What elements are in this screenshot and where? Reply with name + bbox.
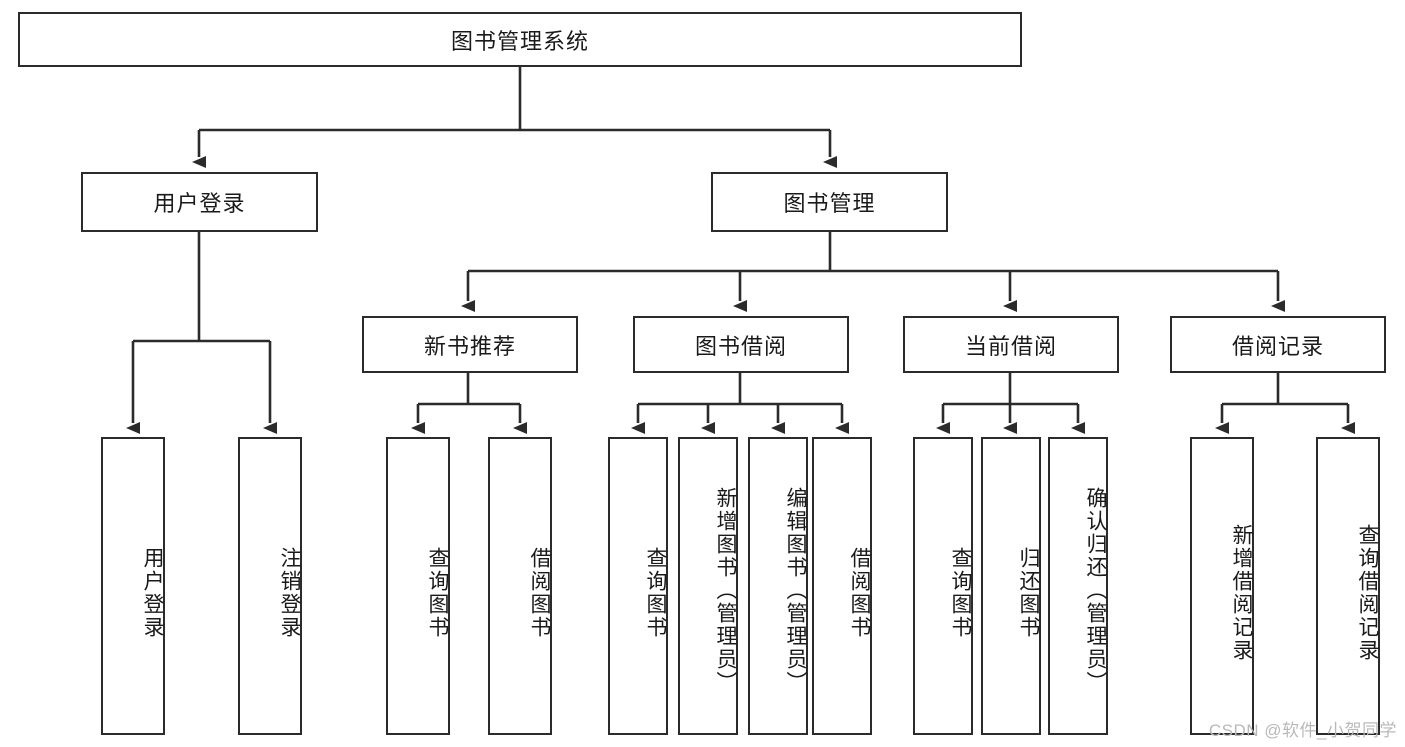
node-label: 新书推荐 xyxy=(423,333,516,359)
leaf-confirm-return-admin[interactable]: 确认归还（管理员） xyxy=(1048,437,1108,735)
node-label: 用户登录 xyxy=(153,191,246,216)
node-book-borrow[interactable]: 图书借阅 xyxy=(633,316,849,373)
node-label: 归还图书 xyxy=(1017,547,1040,639)
leaf-edit-book-admin[interactable]: 编辑图书（管理员） xyxy=(748,437,808,735)
leaf-add-book-admin[interactable]: 新增图书（管理员） xyxy=(678,437,738,735)
node-label: 确认归还（管理员） xyxy=(1084,486,1107,694)
node-label: 新增图书（管理员） xyxy=(714,486,737,694)
node-label: 编辑图书（管理员） xyxy=(784,486,807,694)
node-label: 查询图书 xyxy=(949,547,972,639)
node-current-borrow[interactable]: 当前借阅 xyxy=(903,316,1119,373)
node-borrow-record[interactable]: 借阅记录 xyxy=(1170,316,1386,373)
node-label: 当前借阅 xyxy=(964,333,1057,359)
node-label: 查询借阅记录 xyxy=(1356,524,1379,662)
leaf-return-book[interactable]: 归还图书 xyxy=(981,437,1041,735)
leaf-query-book-current[interactable]: 查询图书 xyxy=(913,437,973,735)
node-label: 注销登录 xyxy=(278,547,301,639)
leaf-query-book-borrow[interactable]: 查询图书 xyxy=(608,437,668,735)
node-label: 查询图书 xyxy=(644,547,667,639)
node-label: 查询图书 xyxy=(426,547,449,639)
node-label: 借阅图书 xyxy=(848,547,871,639)
leaf-logout-login[interactable]: 注销登录 xyxy=(238,437,302,735)
node-new-book-recommend[interactable]: 新书推荐 xyxy=(362,316,578,373)
node-user-login[interactable]: 用户登录 xyxy=(81,172,318,232)
leaf-add-borrow-record[interactable]: 新增借阅记录 xyxy=(1190,437,1254,735)
watermark: CSDN @软件_小贺同学 xyxy=(1208,721,1397,740)
node-book-management-system[interactable]: 图书管理系统 xyxy=(18,12,1022,67)
node-label: 用户登录 xyxy=(141,547,164,639)
leaf-query-book-recommend[interactable]: 查询图书 xyxy=(386,437,450,735)
node-label: 借阅图书 xyxy=(528,547,551,639)
node-label: 图书管理 xyxy=(783,191,876,216)
leaf-query-borrow-record[interactable]: 查询借阅记录 xyxy=(1316,437,1380,735)
node-label: 图书借阅 xyxy=(694,333,787,359)
leaf-user-login[interactable]: 用户登录 xyxy=(101,437,165,735)
node-book-management[interactable]: 图书管理 xyxy=(711,172,948,232)
node-label: 新增借阅记录 xyxy=(1230,524,1253,662)
leaf-borrow-book-borrow[interactable]: 借阅图书 xyxy=(812,437,872,735)
leaf-borrow-book-recommend[interactable]: 借阅图书 xyxy=(488,437,552,735)
node-label: 图书管理系统 xyxy=(450,28,589,54)
node-label: 借阅记录 xyxy=(1231,333,1324,359)
